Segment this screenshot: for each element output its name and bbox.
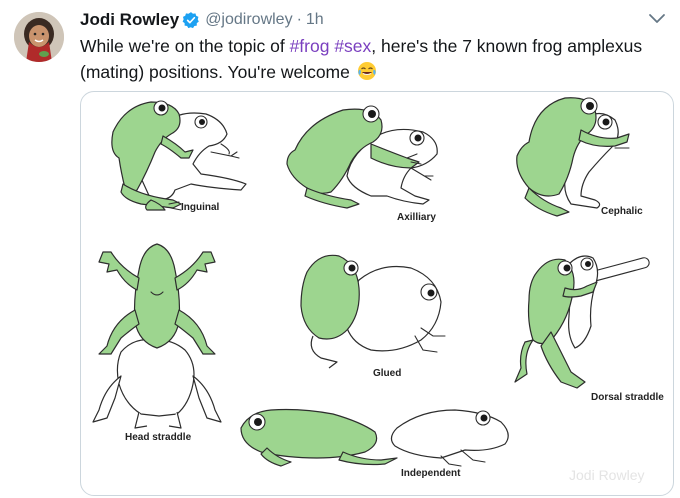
frog-illustration-cephalic: Cephalic bbox=[516, 97, 643, 217]
frog-illustration-axilliary: Axilliary bbox=[286, 105, 438, 223]
chevron-down-icon[interactable] bbox=[648, 12, 666, 26]
frog-illustration-dorsal-straddle: Dorsal straddle bbox=[514, 255, 664, 403]
hashtag-link[interactable]: #frog bbox=[289, 36, 330, 56]
position-label: Axilliary bbox=[397, 212, 436, 223]
position-label: Independent bbox=[401, 468, 461, 479]
frog-illustration-head-straddle: Head straddle bbox=[92, 243, 222, 443]
timestamp[interactable]: 1h bbox=[305, 11, 324, 28]
tweet-text: While we're on the topic of #frog #sex, … bbox=[80, 33, 660, 85]
tweet-header: Jodi Rowley @jodirowley · 1h bbox=[80, 9, 640, 31]
tears-of-joy-emoji-icon bbox=[357, 61, 377, 81]
display-name[interactable]: Jodi Rowley bbox=[80, 10, 180, 29]
handle[interactable]: @jodirowley bbox=[205, 11, 293, 28]
hashtag-link[interactable]: #sex bbox=[334, 36, 372, 56]
avatar[interactable] bbox=[14, 12, 64, 62]
frog-illustration-independent: Independent bbox=[240, 408, 509, 479]
position-label: Dorsal straddle bbox=[591, 392, 664, 403]
position-label: Cephalic bbox=[601, 206, 643, 217]
position-label: Head straddle bbox=[125, 432, 192, 443]
tweet-image[interactable]: .fg { fill: #9dd58f; stroke: #2d2d2d; st… bbox=[80, 91, 674, 496]
tweet-text-part: , here's the 7 known frog amplexus (mati… bbox=[80, 36, 643, 82]
image-watermark: Jodi Rowley bbox=[569, 467, 644, 483]
frog-illustration-inguinal: Inguinal bbox=[111, 100, 247, 213]
frog-illustration-glued: Glued bbox=[300, 254, 446, 379]
verified-badge-icon bbox=[182, 11, 200, 29]
position-label: Glued bbox=[373, 368, 401, 379]
separator-dot: · bbox=[296, 11, 302, 28]
position-label: Inguinal bbox=[181, 202, 220, 213]
tweet-text-part: While we're on the topic of bbox=[80, 36, 290, 56]
